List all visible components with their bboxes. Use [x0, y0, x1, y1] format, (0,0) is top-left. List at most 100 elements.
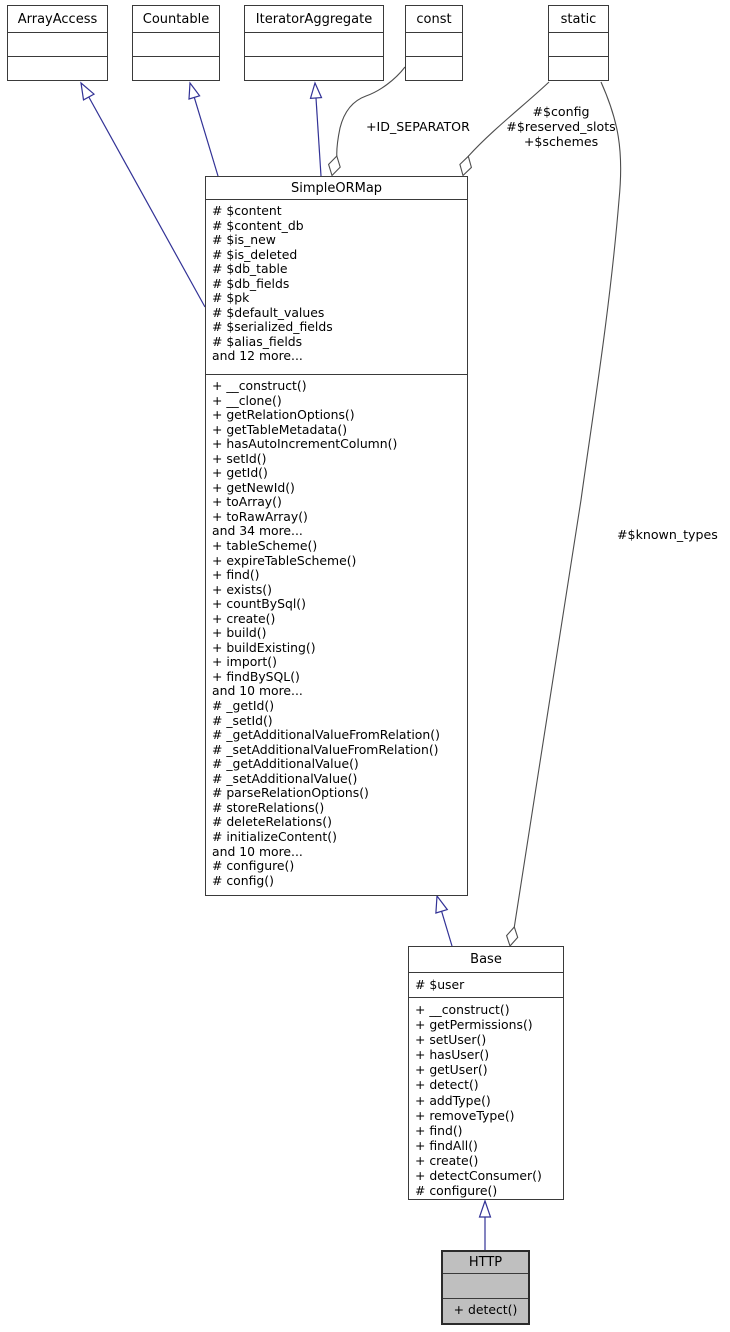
method-row: # _setId() — [212, 712, 273, 728]
class-title: const — [416, 11, 452, 27]
method-row: + getRelationOptions() — [212, 407, 355, 423]
method-row: # _setAdditionalValueFromRelation() — [212, 741, 439, 757]
attribute-row: # $content — [212, 203, 282, 218]
methods-section-empty — [133, 56, 219, 80]
inheritance-arrowhead-base — [478, 1199, 492, 1218]
inheritance-edge-base-simpleormap — [441, 911, 453, 947]
method-row: # config() — [212, 872, 274, 888]
method-row: + __construct() — [415, 1002, 510, 1017]
aggregation-edge-static-simpleormap — [467, 81, 550, 157]
method-row: + buildExisting() — [212, 639, 316, 655]
method-row: # deleteRelations() — [212, 814, 332, 830]
method-row: + detectConsumer() — [415, 1168, 542, 1184]
class-http[interactable]: HTTP + detect() — [441, 1250, 530, 1325]
method-row: + setUser() — [415, 1032, 487, 1048]
method-row: + getUser() — [415, 1062, 488, 1078]
method-row: + getPermissions() — [415, 1017, 533, 1033]
method-row: + find() — [212, 567, 260, 583]
methods-section: + detect() — [443, 1298, 528, 1323]
edge-label-line: #$config — [532, 104, 590, 119]
attribute-row: # $pk — [212, 290, 250, 306]
method-row: + hasAutoIncrementColumn() — [212, 436, 398, 452]
method-row: + detect() — [453, 1302, 518, 1317]
method-row: # parseRelationOptions() — [212, 785, 369, 801]
method-row: and 34 more... — [212, 523, 303, 539]
attribute-row: # $db_fields — [212, 275, 290, 291]
edge-label-known-types: #$known_types — [617, 527, 718, 542]
method-row: + getNewId() — [212, 479, 295, 495]
inheritance-edge-simpleormap-iteratoraggregate — [315, 97, 322, 177]
method-row: + tableScheme() — [212, 538, 318, 554]
attribute-row: # $alias_fields — [212, 333, 303, 349]
attributes-section-empty — [443, 1273, 528, 1298]
method-row: # _setAdditionalValue() — [212, 770, 358, 786]
edge-label-static-config: #$config#$reserved_slots+$schemes — [500, 104, 622, 149]
class-const[interactable]: const — [405, 5, 463, 81]
method-row: + import() — [212, 654, 277, 670]
attribute-row: # $is_new — [212, 232, 276, 248]
attributes-section: # $content# $content_db# $is_new# $is_de… — [206, 199, 467, 374]
attribute-row: # $db_table — [212, 261, 288, 277]
attribute-row: # $serialized_fields — [212, 319, 333, 335]
method-row: + findAll() — [415, 1137, 478, 1153]
inheritance-arrowhead-countable — [188, 81, 201, 100]
method-row: + addType() — [415, 1092, 491, 1108]
method-row: + toRawArray() — [212, 508, 308, 524]
class-title: Base — [470, 951, 502, 967]
method-row: # _getAdditionalValue() — [212, 756, 359, 772]
attributes-section: # $user — [409, 971, 563, 998]
method-row: + getId() — [212, 465, 268, 481]
attribute-row: and 12 more... — [212, 348, 303, 364]
method-row: + toArray() — [212, 494, 282, 510]
method-row: + findBySQL() — [212, 668, 300, 684]
class-iteratoraggregate[interactable]: IteratorAggregate — [244, 5, 384, 81]
class-title: IteratorAggregate — [255, 11, 373, 27]
method-row: + getTableMetadata() — [212, 421, 348, 437]
class-title: SimpleORMap — [290, 180, 383, 196]
attribute-row: # $default_values — [212, 304, 325, 320]
class-simpleormap[interactable]: SimpleORMap # $content# $content_db# $is… — [205, 176, 468, 896]
method-row: # _getAdditionalValueFromRelation() — [212, 727, 440, 743]
methods-section-empty — [8, 56, 107, 80]
inheritance-arrowhead-arrayaccess — [80, 81, 96, 101]
attributes-section-empty — [406, 32, 462, 56]
method-row: + __construct() — [212, 378, 307, 393]
edge-label-line: +$schemes — [523, 134, 599, 149]
inheritance-edge-simpleormap-countable — [193, 97, 219, 177]
method-row: # storeRelations() — [212, 799, 325, 815]
methods-section-empty — [245, 56, 383, 80]
class-base[interactable]: Base # $user + __construct()+ getPermiss… — [408, 946, 564, 1200]
aggregation-diamond-static-base — [505, 925, 519, 948]
method-row: and 10 more... — [212, 843, 303, 859]
method-row: + create() — [212, 610, 276, 626]
attribute-row: # $user — [415, 976, 465, 992]
method-row: + build() — [212, 625, 267, 641]
methods-section: + __construct()+ __clone()+ getRelationO… — [206, 374, 467, 895]
aggregation-diamond-static-simpleormap — [459, 155, 473, 177]
attributes-section-empty — [245, 32, 383, 56]
aggregation-edge-const-simpleormap — [336, 66, 406, 157]
methods-section: + __construct()+ getPermissions()+ setUs… — [409, 997, 563, 1199]
method-row: + exists() — [212, 581, 272, 597]
inheritance-arrowhead-simpleormap — [435, 894, 449, 914]
method-row: + find() — [415, 1122, 463, 1138]
method-row: + expireTableScheme() — [212, 552, 357, 568]
class-static[interactable]: static — [548, 5, 609, 81]
aggregation-edge-static-base — [513, 81, 622, 928]
method-row: # initializeContent() — [212, 828, 337, 844]
inheritance-arrowhead-iteratoraggregate — [309, 81, 323, 99]
attributes-section-empty — [133, 32, 219, 56]
method-row: and 10 more... — [212, 683, 303, 699]
class-arrayaccess[interactable]: ArrayAccess — [7, 5, 108, 81]
method-row: + detect() — [415, 1077, 479, 1093]
method-row: + hasUser() — [415, 1047, 490, 1063]
method-row: + removeType() — [415, 1107, 515, 1123]
method-row: + setId() — [212, 450, 267, 466]
attribute-row: # $is_deleted — [212, 246, 298, 262]
class-title: Countable — [142, 11, 210, 27]
attributes-section-empty — [549, 32, 608, 56]
inheritance-edge-simpleormap-arrayaccess — [88, 96, 206, 308]
class-countable[interactable]: Countable — [132, 5, 220, 81]
